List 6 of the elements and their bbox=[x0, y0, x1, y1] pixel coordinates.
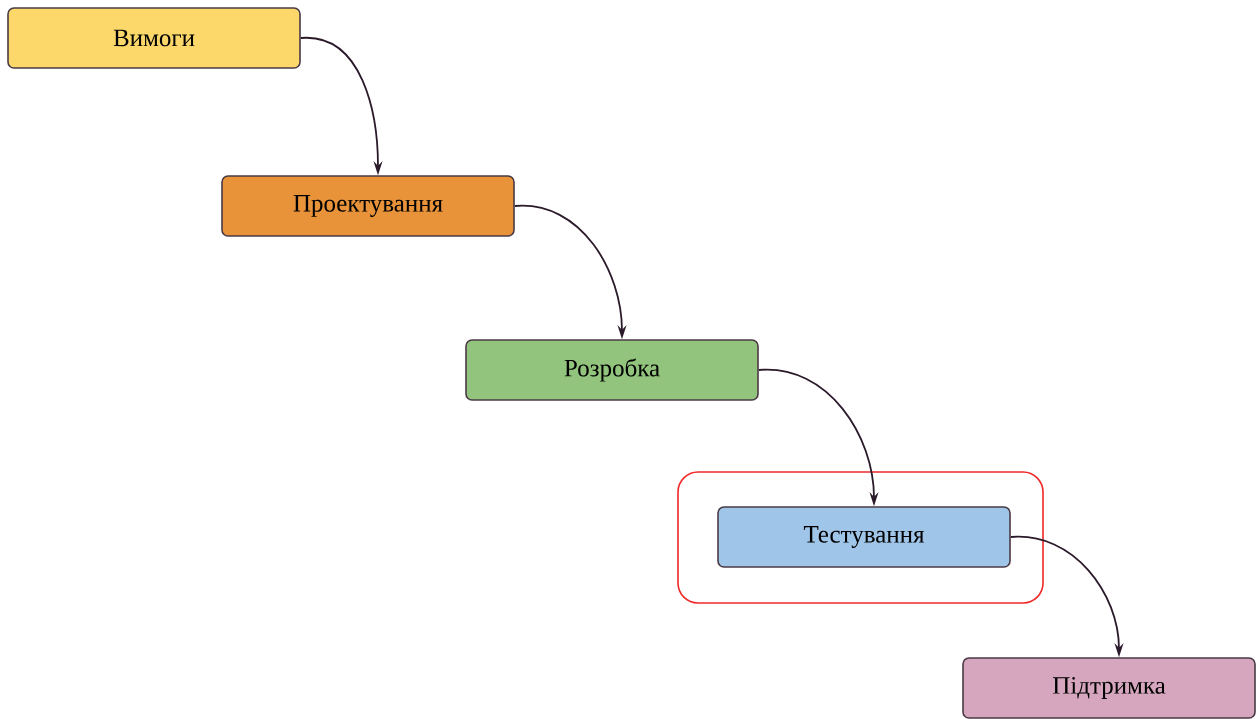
process-box: Розробка bbox=[465, 339, 759, 401]
highlight-frame bbox=[677, 471, 1044, 604]
process-box: Підтримка bbox=[962, 657, 1256, 719]
process-box: Проектування bbox=[221, 175, 515, 237]
process-box: Тестування bbox=[717, 506, 1011, 568]
process-box: Вимоги bbox=[7, 7, 301, 69]
